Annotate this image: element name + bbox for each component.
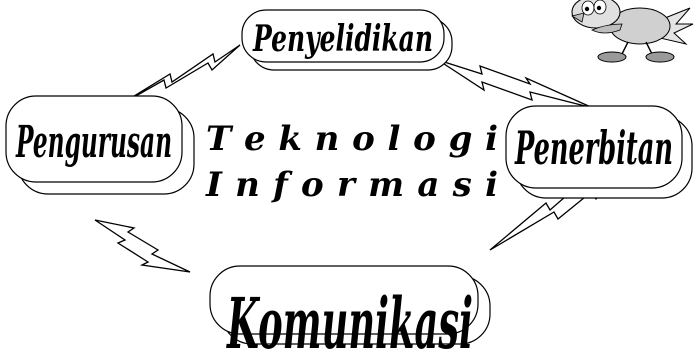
center-title-line-2: I n f o r m a s i — [205, 165, 498, 205]
center-title: T e k n o l o g i I n f o r m a s i — [205, 119, 498, 205]
node-label-penyelidikan: Penyelidikan — [252, 18, 433, 60]
node-label-pengurusan: Pengurusan — [15, 117, 172, 168]
node-komunikasi: Komunikasi — [209, 265, 491, 359]
center-title-line-1: T e k n o l o g i — [206, 119, 498, 159]
connector-top-right-bolt-icon — [437, 59, 594, 109]
node-pengurusan: Pengurusan — [5, 95, 195, 195]
node-label-penerbitan: Penerbitan — [514, 121, 673, 175]
node-penyelidikan: Penyelidikan — [241, 9, 453, 71]
cartoon-bird-mascot-icon — [570, 0, 694, 63]
node-penerbitan: Penerbitan — [505, 105, 693, 199]
node-label-komunikasi: Komunikasi — [226, 282, 473, 359]
connector-bottom-left-bolt-icon — [94, 219, 191, 273]
